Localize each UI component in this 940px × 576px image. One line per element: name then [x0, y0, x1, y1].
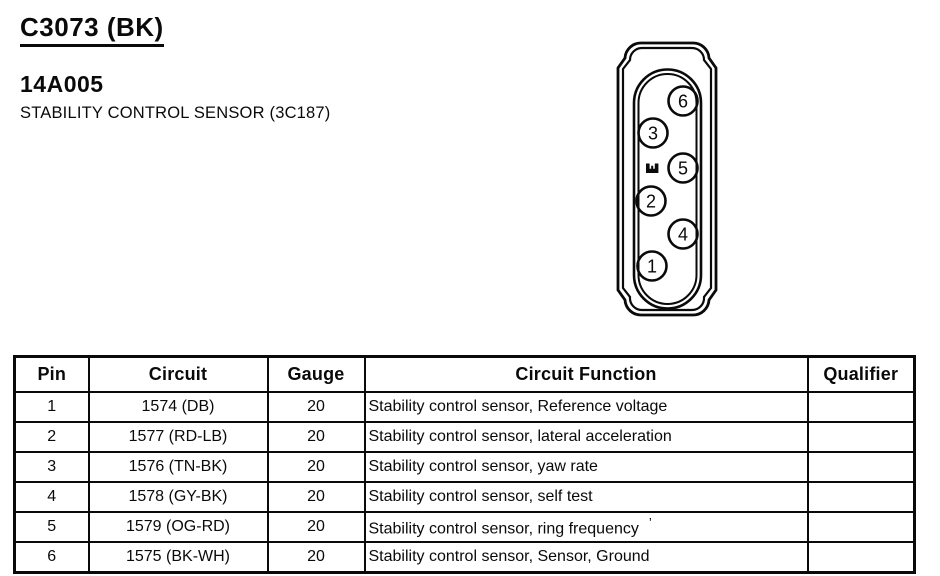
cell-qualifier [806, 511, 916, 543]
cell-qualifier [806, 421, 916, 453]
scan-artifact-mark: ’ [648, 515, 652, 531]
connector-diagram: 6 3 5 2 4 1 [616, 41, 718, 317]
cell-circuit: 1579 (OG-RD) [87, 511, 269, 543]
table-row: 5 1579 (OG-RD) 20 Stability control sens… [13, 511, 916, 543]
pin-number: 2 [646, 192, 656, 212]
pinout-table-body: 1 1574 (DB) 20 Stability control sensor,… [13, 391, 916, 574]
pin-circle [667, 152, 699, 184]
pin-3: 3 [637, 117, 669, 149]
header-circuit: Circuit [87, 355, 269, 393]
cell-circuit: 1575 (BK-WH) [87, 541, 269, 574]
pin-6: 6 [667, 85, 699, 117]
header-gauge: Gauge [266, 355, 366, 393]
cell-function: Stability control sensor, Sensor, Ground [363, 541, 809, 574]
pin-number: 5 [678, 159, 688, 179]
header-pin: Pin [13, 355, 90, 393]
connector-cavity-inner-outline [637, 73, 698, 305]
cell-circuit: 1576 (TN-BK) [87, 451, 269, 483]
cell-pin: 5 [13, 511, 90, 543]
cell-function: Stability control sensor, lateral accele… [363, 421, 809, 453]
document-header: C3073 (BK) 14A005 STABILITY CONTROL SENS… [20, 12, 331, 123]
pin-circle [637, 117, 669, 149]
pin-circle [636, 250, 668, 282]
cell-gauge: 20 [266, 421, 366, 453]
cell-circuit: 1577 (RD-LB) [87, 421, 269, 453]
table-row: 6 1575 (BK-WH) 20 Stability control sens… [13, 541, 916, 574]
cell-qualifier [806, 451, 916, 483]
table-row: 3 1576 (TN-BK) 20 Stability control sens… [13, 451, 916, 483]
cell-qualifier [806, 541, 916, 574]
pin-5: 5 [667, 152, 699, 184]
cell-pin: 1 [13, 391, 90, 423]
pinout-table: Pin Circuit Gauge Circuit Function Quali… [13, 355, 916, 574]
pin-1: 1 [636, 250, 668, 282]
cell-function: Stability control sensor, ring frequency… [363, 511, 809, 543]
pin-circle [667, 85, 699, 117]
cell-gauge: 20 [266, 451, 366, 483]
header-qualifier: Qualifier [806, 355, 916, 393]
cell-function: Stability control sensor, Reference volt… [363, 391, 809, 423]
cell-circuit: 1578 (GY-BK) [87, 481, 269, 513]
connector-description: STABILITY CONTROL SENSOR (3C187) [20, 104, 331, 122]
table-row: 4 1578 (GY-BK) 20 Stability control sens… [13, 481, 916, 513]
cell-pin: 4 [13, 481, 90, 513]
cell-pin: 2 [13, 421, 90, 453]
table-row: 1 1574 (DB) 20 Stability control sensor,… [13, 391, 916, 423]
pin-2: 2 [635, 185, 667, 217]
cell-pin: 3 [13, 451, 90, 483]
pin-number: 3 [648, 124, 658, 144]
header-function: Circuit Function [363, 355, 809, 393]
connector-outer-outline [616, 41, 718, 317]
pin-circle [667, 218, 699, 250]
pin-number: 4 [678, 225, 688, 245]
connector-id-title: C3073 (BK) [20, 12, 164, 47]
cell-qualifier [806, 481, 916, 513]
cell-function: Stability control sensor, yaw rate [363, 451, 809, 483]
connector-cavity-outline [632, 68, 703, 310]
pin-4: 4 [667, 218, 699, 250]
part-number: 14A005 [20, 71, 104, 97]
cell-pin: 6 [13, 541, 90, 574]
keyway-icon [646, 163, 659, 173]
cell-gauge: 20 [266, 481, 366, 513]
connector-inner-outline [621, 46, 713, 312]
pin-number: 6 [678, 92, 688, 112]
table-header-row: Pin Circuit Gauge Circuit Function Quali… [13, 355, 916, 393]
cell-gauge: 20 [266, 541, 366, 574]
cell-qualifier [806, 391, 916, 423]
pin-circle [635, 185, 667, 217]
cell-gauge: 20 [266, 391, 366, 423]
cell-circuit: 1574 (DB) [87, 391, 269, 423]
cell-gauge: 20 [266, 511, 366, 543]
table-row: 2 1577 (RD-LB) 20 Stability control sens… [13, 421, 916, 453]
cell-function: Stability control sensor, self test [363, 481, 809, 513]
pin-number: 1 [647, 257, 657, 277]
